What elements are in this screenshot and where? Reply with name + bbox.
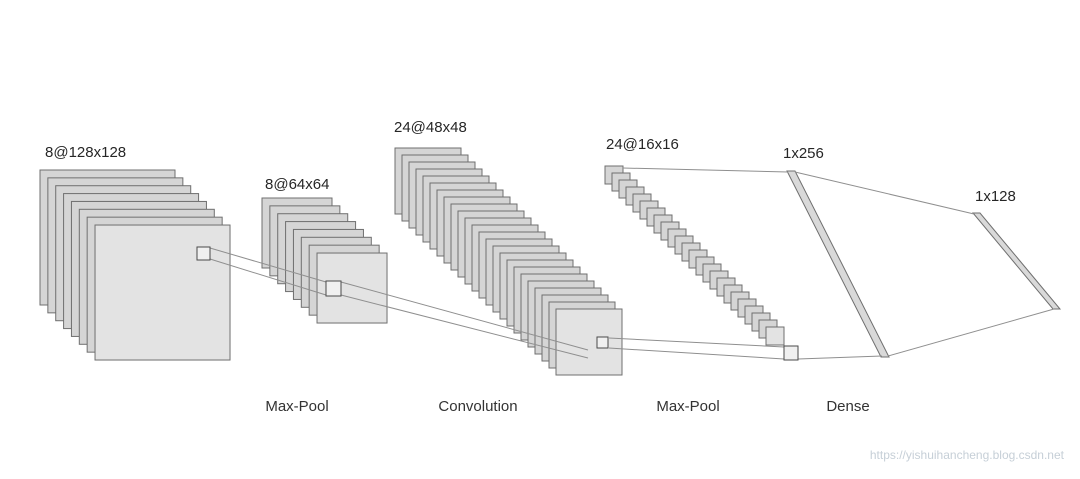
stage-label-convolution: Convolution (438, 398, 518, 415)
layer-label-maxpool2-24-16x16: 24@16x16 (606, 136, 679, 153)
stage-label-maxpool-1: Max-Pool (265, 398, 329, 415)
dense-256-bar (786, 170, 890, 358)
kernel-window-3 (783, 345, 799, 361)
connection-line-6 (622, 167, 789, 173)
connection-line-2 (340, 281, 589, 351)
stage-label-maxpool-2: Max-Pool (656, 398, 720, 415)
layer-label-conv2-24-48x48: 24@48x48 (394, 119, 467, 136)
connection-line-1 (209, 258, 327, 296)
watermark-url: https://yishuihancheng.blog.csdn.net (869, 448, 1064, 462)
maxpool2-feature-maps-map (765, 326, 785, 346)
input-feature-maps-map (94, 224, 231, 361)
connection-line-5 (608, 347, 785, 360)
connection-line-9 (887, 308, 1055, 357)
stage-label-dense: Dense (826, 398, 870, 415)
dense-128-bar (971, 212, 1062, 310)
connection-line-4 (608, 337, 785, 348)
layer-label-input-8-128x128: 8@128x128 (45, 144, 127, 161)
kernel-window-2 (596, 336, 609, 349)
layer-label-dense-1x128: 1x128 (975, 188, 1016, 205)
kernel-window-1 (325, 280, 342, 297)
connection-line-7 (797, 355, 883, 360)
connection-line-0 (209, 247, 327, 283)
connection-line-3 (340, 294, 589, 359)
kernel-window-0 (196, 246, 211, 261)
connection-line-8 (794, 171, 975, 215)
layer-label-maxpool1-8-64x64: 8@64x64 (265, 176, 330, 193)
layer-label-dense-1x256: 1x256 (783, 145, 824, 162)
conv2-feature-maps-map (555, 308, 623, 376)
